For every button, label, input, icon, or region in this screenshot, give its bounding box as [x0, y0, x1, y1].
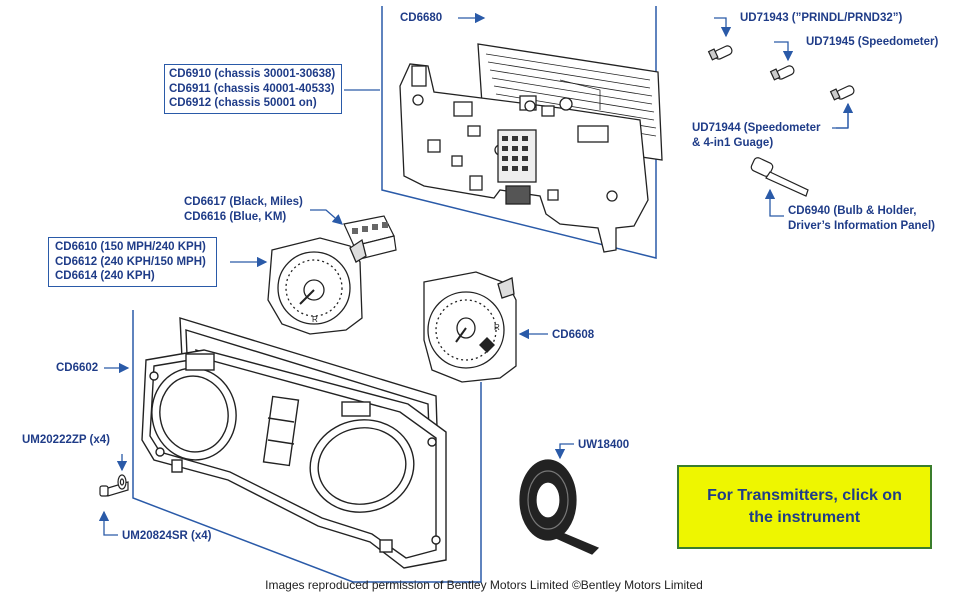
callout-line-2: the instrument: [748, 509, 861, 526]
washer: [117, 474, 127, 490]
callout-text: For Transmitters, click on the instrumen…: [707, 485, 902, 529]
label-cd6911[interactable]: CD6911 (chassis 40001-40533): [169, 82, 335, 95]
label-ud71944[interactable]: UD71944 (Speedometer & 4-in1 Guage): [692, 121, 820, 150]
instrument-housing: [141, 317, 447, 569]
label-cd6940[interactable]: CD6940 (Bulb & Holder, Driver’s Informat…: [788, 204, 935, 233]
copyright-footer: Images reproduced permission of Bentley …: [265, 578, 703, 592]
label-ud71943[interactable]: UD71943 (”PRINDL/PRND32”): [740, 12, 903, 24]
label-cd6912[interactable]: CD6912 (chassis 50001 on): [169, 97, 317, 109]
label-group-cd6610: CD6610 (150 MPH/240 KPH) CD6612 (240 KPH…: [48, 237, 217, 287]
leader-lines: [98, 12, 854, 536]
label-ud71944-line2: & 4-in1 Guage): [692, 136, 774, 149]
label-cd6940-line2: Driver’s Information Panel): [788, 219, 935, 232]
label-um20824sr[interactable]: UM20824SR (x4): [122, 530, 212, 542]
label-um20222zp[interactable]: UM20222ZP (x4): [22, 434, 110, 446]
four-in-one-gauge: R: [423, 271, 517, 383]
label-cd6616[interactable]: CD6616 (Blue, KM): [184, 210, 287, 223]
label-ud71944-line1: UD71944 (Speedometer: [692, 122, 821, 134]
label-cd6617[interactable]: CD6617 (Black, Miles): [184, 196, 303, 208]
speedometer-gauge: R: [267, 237, 367, 335]
label-group-cd6617: CD6617 (Black, Miles) CD6616 (Blue, KM): [184, 195, 303, 224]
tape-roll: [519, 459, 600, 555]
circuit-board-assembly: [399, 43, 663, 253]
label-ud71945[interactable]: UD71945 (Speedometer): [806, 36, 939, 48]
bulb-holder: [750, 157, 809, 197]
bulb-prindl: [707, 45, 733, 61]
callout-line-1: For Transmitters, click on: [707, 487, 902, 504]
group-outline-housing: [132, 310, 482, 583]
label-cd6602[interactable]: CD6602: [56, 362, 99, 374]
label-cd6940-line1: CD6940 (Bulb & Holder,: [788, 205, 917, 217]
label-cd6608[interactable]: CD6608: [552, 329, 595, 341]
transmitters-callout[interactable]: For Transmitters, click on the instrumen…: [677, 465, 932, 549]
label-group-cd6910: CD6910 (chassis 30001-30638) CD6911 (cha…: [164, 64, 343, 114]
label-cd6680[interactable]: CD6680: [400, 12, 443, 24]
bulb-speedometer: [769, 65, 795, 81]
svg-text:R: R: [312, 315, 318, 324]
label-uw18400[interactable]: UW18400: [578, 439, 630, 451]
label-cd6910[interactable]: CD6910 (chassis 30001-30638): [169, 68, 336, 80]
label-cd6612[interactable]: CD6612 (240 KPH/150 MPH): [55, 255, 206, 268]
svg-text:R: R: [494, 323, 500, 332]
label-cd6614[interactable]: CD6614 (240 KPH): [55, 270, 155, 282]
bulb-4in1: [829, 85, 855, 101]
label-cd6610[interactable]: CD6610 (150 MPH/240 KPH): [55, 241, 206, 253]
